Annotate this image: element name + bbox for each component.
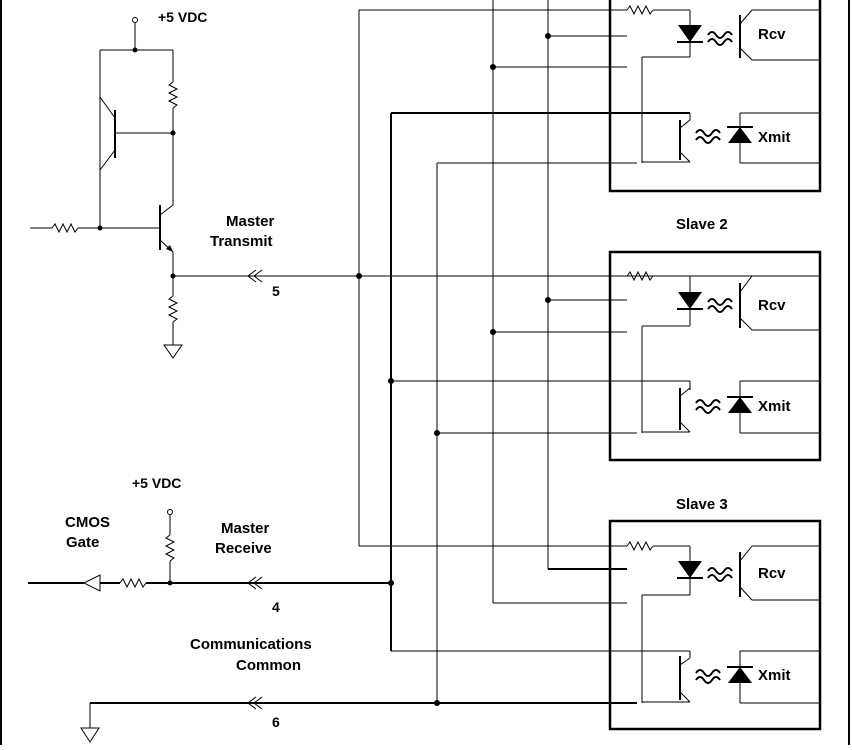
slave-1: Rcv Xmit [608, 0, 822, 193]
cmos-label-2: Gate [66, 534, 99, 551]
comm-label-1: Communications [190, 636, 312, 653]
led-icon [678, 292, 702, 309]
slave-1-box [608, 0, 822, 193]
connector-icon [253, 696, 263, 710]
resistor-icon [626, 540, 654, 552]
slave-1-xmit-label: Xmit [758, 129, 791, 146]
slave-1-rcv-label: Rcv [758, 26, 786, 43]
vdc-bottom-label: +5 VDC [132, 475, 181, 491]
led-icon [678, 25, 702, 42]
optical-link-icon [707, 38, 733, 46]
slave-3-title: Slave 3 [676, 496, 728, 513]
slave-2-title: Slave 2 [676, 216, 728, 233]
optical-link-icon [695, 406, 721, 414]
comm-label-2: Common [236, 657, 301, 674]
resistor-icon [167, 295, 179, 323]
resistor-icon [164, 534, 176, 562]
pin-6-label: 6 [272, 714, 280, 730]
bus-lines [356, 0, 637, 703]
transmit-driver-circuit: +5 VDC Master Transmit [30, 9, 820, 359]
master-receive-label-1: Master [221, 520, 270, 537]
vdc-top-label: +5 VDC [158, 9, 207, 25]
led-icon [678, 561, 702, 578]
ground-icon [163, 344, 183, 359]
supply-terminal [132, 17, 138, 23]
slave-2-xmit-label: Xmit [758, 398, 791, 415]
optical-link-icon [707, 305, 733, 313]
optical-link-icon [695, 676, 721, 684]
slave-2-rcv-label: Rcv [758, 297, 786, 314]
slave-3-box [608, 519, 822, 731]
connector-icon [253, 269, 263, 283]
resistor-icon [119, 577, 147, 589]
cmos-gate-icon [82, 574, 101, 592]
optical-link-icon [707, 574, 733, 582]
receive-circuit: +5 VDC CMOS Gate Master Receive 4 Commun… [28, 475, 637, 743]
pin-5-label: 5 [272, 283, 280, 299]
pin-4-label: 4 [272, 599, 280, 615]
slave-2-box [608, 250, 822, 462]
master-transmit-label-2: Transmit [210, 233, 273, 250]
slave-2: Slave 2 Rcv Xmit [608, 216, 822, 462]
resistor-icon [167, 81, 179, 109]
optical-link-icon [695, 136, 721, 144]
connector-icon [253, 576, 263, 590]
ground-icon [80, 727, 100, 743]
supply-terminal [167, 509, 173, 515]
master-transmit-label-1: Master [226, 213, 275, 230]
master-receive-label-2: Receive [215, 540, 272, 557]
slave-3-rcv-label: Rcv [758, 565, 786, 582]
slave-3-xmit-label: Xmit [758, 667, 791, 684]
cmos-label-1: CMOS [65, 514, 110, 531]
slave-3: Slave 3 Rcv Xmit [608, 496, 822, 731]
resistor-icon [626, 4, 654, 16]
resistor-icon [626, 270, 654, 282]
resistor-icon [51, 222, 79, 234]
